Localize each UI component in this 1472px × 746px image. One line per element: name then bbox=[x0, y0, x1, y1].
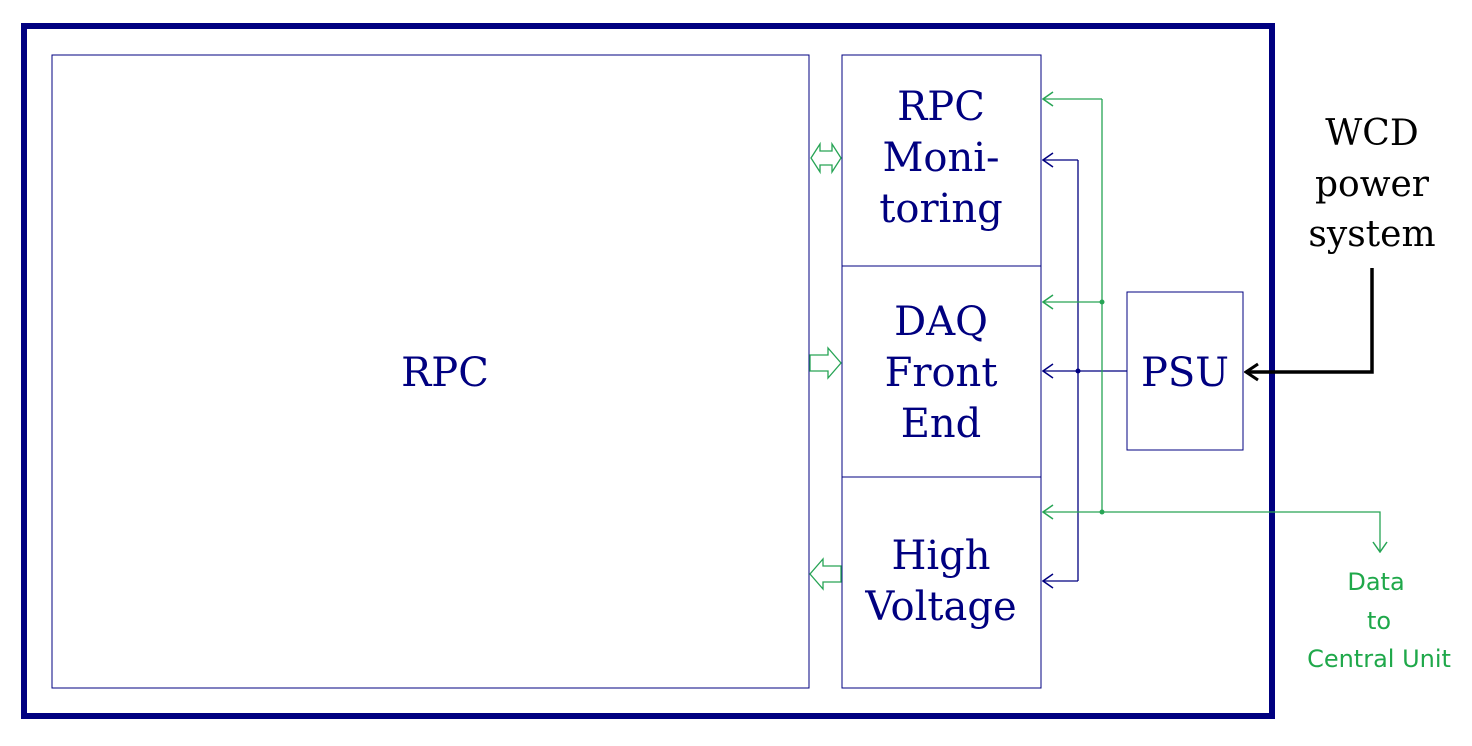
monitoring-label-line-1: RPC bbox=[897, 84, 985, 130]
power-junction-dot bbox=[1075, 368, 1081, 374]
daq-label-line-3: End bbox=[901, 401, 982, 447]
data-label-line-3: Central Unit bbox=[1307, 645, 1451, 673]
data-label-line-2: to bbox=[1367, 607, 1391, 635]
hv-block bbox=[841, 476, 1042, 689]
wcd-label-line-2: power bbox=[1315, 164, 1430, 205]
external-power-line bbox=[1246, 268, 1374, 372]
data-output-label: Data to Central Unit bbox=[1307, 568, 1451, 673]
psu-label: PSU bbox=[1141, 350, 1229, 396]
daq-label-line-1: DAQ bbox=[894, 299, 988, 345]
data-label-line-1: Data bbox=[1347, 568, 1404, 596]
electronics-stack: RPC Moni- toring DAQ Front End High Volt… bbox=[841, 54, 1042, 689]
hv-output-arrow bbox=[809, 557, 842, 591]
rpc-label: RPC bbox=[401, 350, 489, 396]
monitoring-label-line-3: toring bbox=[879, 186, 1002, 232]
hv-label-line-2: Voltage bbox=[864, 584, 1016, 630]
monitoring-label-line-2: Moni- bbox=[882, 135, 999, 181]
rpc-block: RPC bbox=[51, 54, 810, 689]
data-junction-dot-hv bbox=[1099, 509, 1105, 515]
psu-block: PSU bbox=[1126, 291, 1244, 451]
daq-input-arrow bbox=[809, 346, 842, 380]
wcd-label-line-1: WCD bbox=[1325, 113, 1418, 154]
wcd-power-system-label: WCD power system bbox=[1308, 113, 1435, 255]
wcd-label-line-3: system bbox=[1308, 214, 1435, 255]
hv-label-line-1: High bbox=[891, 533, 990, 579]
monitoring-bidirectional-arrow bbox=[810, 141, 842, 175]
data-junction-dot-daq bbox=[1099, 299, 1105, 305]
power-distribution-lines bbox=[1043, 160, 1127, 581]
daq-label-line-2: Front bbox=[885, 350, 998, 396]
data-to-central-unit bbox=[1102, 511, 1380, 552]
data-lines bbox=[1043, 99, 1380, 552]
